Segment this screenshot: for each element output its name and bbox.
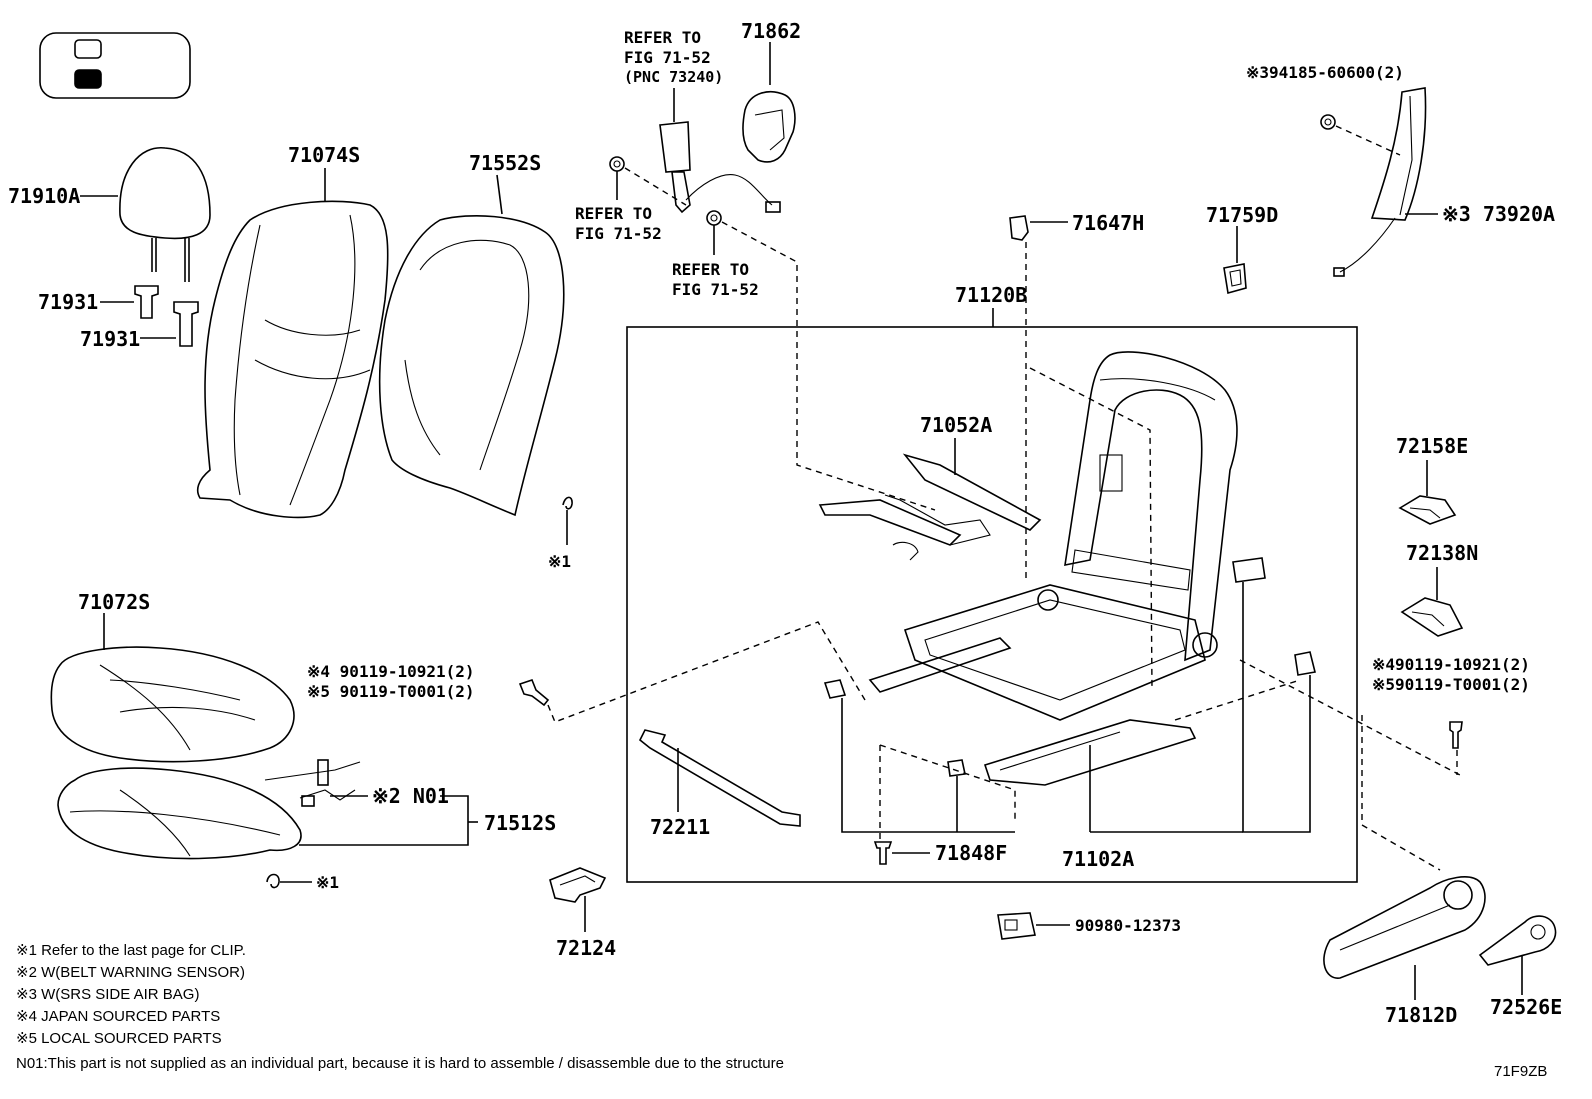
black-seat-icon <box>74 69 102 89</box>
rod-72211-drawing <box>638 729 801 827</box>
clip-icon <box>562 496 573 510</box>
label-71052A: 71052A <box>920 413 992 437</box>
note-n01: N01:This part is not supplied as an indi… <box>16 1055 784 1072</box>
label-71102A: 71102A <box>1062 847 1134 871</box>
label-94185-60600: ※394185-60600(2) <box>1246 63 1404 82</box>
belt-guide-drawing <box>742 91 796 163</box>
diagram-code: 71F9ZB <box>1494 1063 1547 1080</box>
label-71120B: 71120B <box>955 283 1027 307</box>
label-bolt-right-1: ※490119-10921(2) <box>1372 655 1530 674</box>
label-71647H: 71647H <box>1072 211 1144 235</box>
label-72211: 72211 <box>650 815 710 839</box>
bolt-icon <box>518 679 550 707</box>
belt-sensor-drawing <box>264 759 361 807</box>
label-71848F: 71848F <box>935 841 1007 865</box>
note-1: ※1 Refer to the last page for CLIP. <box>16 942 246 959</box>
bolt-icon <box>1449 721 1463 749</box>
white-seat-icon <box>74 39 102 59</box>
hinge-cover-72158E-drawing <box>1398 495 1457 525</box>
seat-spring-drawing <box>818 453 1042 561</box>
label-90980-12373: 90980-12373 <box>1075 916 1181 935</box>
note-2: ※2 W(BELT WARNING SENSOR) <box>16 964 245 981</box>
label-72124: 72124 <box>556 936 616 960</box>
label-bolt-left-2: ※5 90119-T0001(2) <box>307 682 475 701</box>
seatbelt-buckle-drawing <box>659 121 781 214</box>
label-71072S: 71072S <box>78 590 150 614</box>
label-72158E: 72158E <box>1396 434 1468 458</box>
label-refer-3-line2: FIG 71-52 <box>672 280 759 299</box>
seatback-pad-drawing <box>378 214 565 517</box>
label-bolt-right-2: ※590119-T0001(2) <box>1372 675 1530 694</box>
bracket-72124-drawing <box>549 867 607 903</box>
label-72138N: 72138N <box>1406 541 1478 565</box>
hinge-cover-72138N-drawing <box>1400 597 1464 637</box>
headrest-drawing <box>119 147 211 282</box>
label-refer-3-line1: REFER TO <box>672 260 749 279</box>
cushion-pad-drawing <box>57 767 302 860</box>
seat-frame-drawing <box>868 351 1238 786</box>
note-5: ※5 LOCAL SOURCED PARTS <box>16 1030 222 1047</box>
hook-icon <box>823 557 1316 777</box>
label-x1-upper: ※1 <box>548 552 571 571</box>
note-3: ※3 W(SRS SIDE AIR BAG) <box>16 986 199 1003</box>
note-4: ※4 JAPAN SOURCED PARTS <box>16 1008 220 1025</box>
nut-icon <box>609 156 625 172</box>
nut-icon <box>706 210 722 226</box>
connector-icon <box>997 912 1036 940</box>
recliner-knob-drawing <box>1478 915 1557 966</box>
recliner-cover-drawing <box>1323 876 1486 979</box>
label-x1-lower: ※1 <box>316 873 339 892</box>
label-71812D: 71812D <box>1385 1003 1457 1027</box>
label-bolt-left-1: ※4 90119-10921(2) <box>307 662 475 681</box>
label-refer-1-line1: REFER TO <box>624 28 701 47</box>
label-71552S: 71552S <box>469 151 541 175</box>
label-71931-a: 71931 <box>38 290 98 314</box>
side-airbag-drawing <box>1333 87 1427 277</box>
label-72526E: 72526E <box>1490 995 1562 1019</box>
clip-71647H-drawing <box>1009 215 1029 241</box>
frame-assembly-box <box>626 326 1358 883</box>
label-refer-1-line3: (PNC 73240) <box>624 68 723 86</box>
label-N01: ※2 N01 <box>372 784 449 808</box>
label-refer-1-line2: FIG 71-52 <box>624 48 711 67</box>
label-71931-b: 71931 <box>80 327 140 351</box>
label-refer-2-line2: FIG 71-52 <box>575 224 662 243</box>
screw-icon <box>873 841 893 865</box>
clip-icon <box>266 873 280 889</box>
label-71074S: 71074S <box>288 143 360 167</box>
headrest-support-drawing <box>134 285 199 347</box>
legend-box <box>39 32 191 99</box>
label-71512S: 71512S <box>484 811 556 835</box>
cushion-cover-drawing <box>50 646 295 763</box>
label-71862: 71862 <box>741 19 801 43</box>
label-73920A: ※3 73920A <box>1442 202 1555 226</box>
label-refer-2-line1: REFER TO <box>575 204 652 223</box>
cover-71759D-drawing <box>1223 263 1247 295</box>
label-71910A: 71910A <box>8 184 80 208</box>
nut-icon <box>1320 114 1336 130</box>
label-71759D: 71759D <box>1206 203 1278 227</box>
seatback-cover-drawing <box>196 200 389 519</box>
